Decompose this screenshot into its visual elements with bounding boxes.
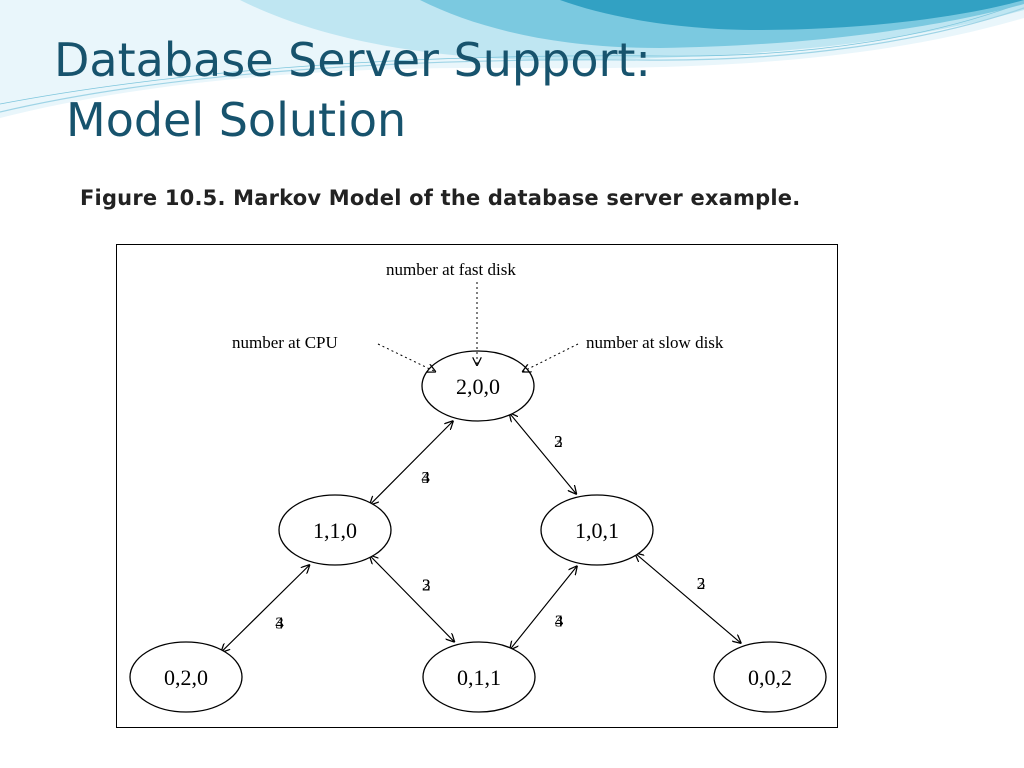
state-node-shape	[421, 350, 535, 422]
state-node-shape	[278, 494, 392, 566]
state-node-shape	[422, 641, 536, 713]
state-node-shape	[129, 641, 243, 713]
state-node-0-0-2: 0,0,2	[713, 641, 827, 713]
transition-arrow-n011-to-n101	[509, 566, 578, 651]
state-node-shape	[713, 641, 827, 713]
state-annotations: number at fast disk number at CPU number…	[232, 260, 724, 372]
transition-rate-label: 3	[555, 611, 564, 630]
transition-arrow-n002-to-n101	[635, 553, 742, 644]
transition-arrow-n020-to-n110	[220, 565, 310, 653]
transition-rate-label: 3	[554, 432, 563, 451]
transition-arrow-n101-to-n200	[509, 413, 578, 495]
transition-arrow-n110-to-n200	[369, 421, 453, 506]
transition-rate-label: 3	[421, 468, 430, 487]
transition-arrow-n011-to-n110	[369, 555, 456, 643]
state-node-label: 1,1,0	[313, 518, 357, 543]
state-node-0-2-0: 0,2,0	[129, 641, 243, 713]
transition-rate-label: 2	[554, 432, 563, 451]
state-node-label: 0,2,0	[164, 665, 208, 690]
slide-title-line-1: Database Server Support:	[54, 33, 651, 87]
state-nodes: 2,0,0 1,1,0 1,0,1 0,2,0 0,1,1 0,0,2	[129, 350, 827, 713]
state-node-label: 0,1,1	[457, 665, 501, 690]
transition-rate-label: 3	[275, 614, 284, 633]
annotation-arrow-slow-disk	[522, 343, 579, 372]
state-node-label: 1,0,1	[575, 518, 619, 543]
state-node-2-0-0: 2,0,0	[421, 350, 535, 422]
state-node-label: 2,0,0	[456, 374, 500, 399]
state-node-1-0-1: 1,0,1	[540, 494, 654, 566]
annotation-fast-disk: number at fast disk	[386, 260, 516, 279]
state-node-1-1-0: 1,1,0	[278, 494, 392, 566]
header-wave-decoration	[0, 0, 1024, 118]
slide-title-line-2: Model Solution	[66, 93, 407, 147]
transition-rate-label: 4	[275, 614, 284, 633]
state-node-shape	[540, 494, 654, 566]
state-node-0-1-1: 0,1,1	[422, 641, 536, 713]
transition-rate-label: 2	[697, 574, 706, 593]
annotation-slow-disk: number at slow disk	[586, 333, 724, 352]
state-node-label: 0,0,2	[748, 665, 792, 690]
transition-rate-label: 3	[697, 574, 706, 593]
slide-title: Database Server Support: Model Solution	[54, 30, 651, 150]
transition-rate-label: 3	[422, 576, 431, 595]
annotation-arrow-cpu	[377, 343, 436, 372]
transition-rate-label: 4	[421, 468, 430, 487]
transition-rate-label: 2	[422, 576, 431, 595]
annotation-cpu: number at CPU	[232, 333, 338, 352]
transition-rate-label: 4	[555, 611, 564, 630]
figure-caption: Figure 10.5. Markov Model of the databas…	[80, 186, 801, 210]
